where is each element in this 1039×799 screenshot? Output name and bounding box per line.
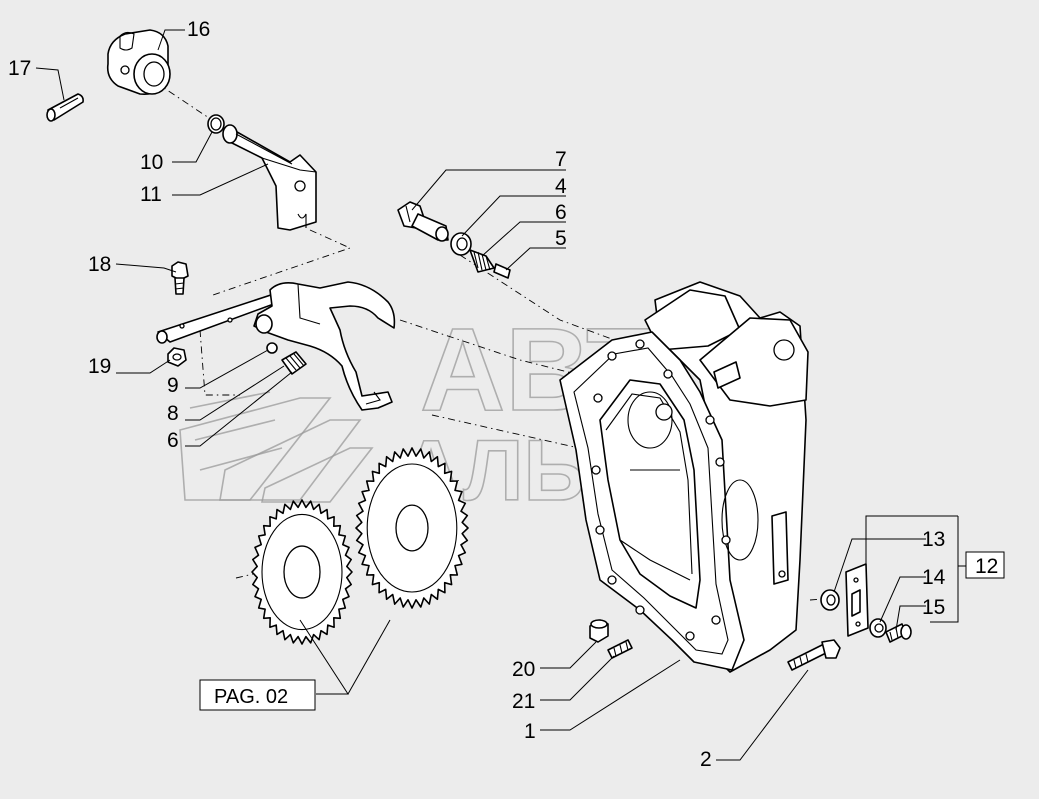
callout-1: 1 — [524, 720, 536, 743]
callout-7: 7 — [555, 148, 567, 171]
part-17-roll-pin — [46, 93, 84, 122]
page-reference-label: PAG. 02 — [214, 686, 288, 708]
callout-12: 12 — [975, 555, 998, 578]
callout-9: 9 — [167, 374, 179, 397]
part-16-clevis-block — [106, 29, 171, 96]
callout-16: 16 — [187, 18, 210, 41]
callout-12-box — [965, 551, 1005, 579]
part-5-pin — [493, 263, 511, 279]
part-14-washer — [869, 618, 887, 638]
gear-right — [355, 447, 469, 609]
gear-hub — [283, 545, 321, 599]
callout-19: 19 — [88, 355, 111, 378]
leader-lines — [35, 29, 966, 761]
callout-18: 18 — [88, 253, 111, 276]
gear-rim — [261, 513, 343, 631]
callout-17: 17 — [8, 57, 31, 80]
gear-hub — [395, 504, 429, 552]
callout-4: 4 — [555, 175, 567, 198]
callout-11: 11 — [140, 183, 162, 206]
part-1-gearbox-housing — [559, 281, 809, 673]
part-21-stud — [607, 639, 633, 659]
part-6-spring-upper — [469, 249, 495, 273]
callout-6-upper: 6 — [555, 201, 567, 224]
callout-14: 14 — [922, 566, 946, 589]
callout-13: 13 — [922, 528, 945, 551]
callout-15: 15 — [922, 596, 945, 619]
page-reference-box — [199, 679, 316, 711]
callout-20: 20 — [512, 658, 535, 681]
flange-bolt-holes — [591, 339, 731, 641]
part-2-long-bolt — [787, 639, 841, 671]
callout-8: 8 — [167, 402, 179, 425]
callout-6-lower: 6 — [167, 429, 179, 452]
shift-fork-assembly — [156, 281, 396, 411]
gear-rim — [366, 463, 458, 593]
part-8-spring — [281, 351, 307, 375]
callout-10: 10 — [140, 151, 163, 174]
part-11-shift-shaft-lever — [222, 124, 317, 231]
gear-left — [251, 499, 353, 645]
part-12-plate — [845, 563, 869, 637]
part-4-washer — [450, 232, 472, 256]
callout-2: 2 — [700, 748, 712, 771]
callout-21: 21 — [512, 690, 535, 713]
part-19-nut — [167, 347, 187, 367]
part-15-screw — [885, 623, 912, 643]
part-9-ball — [266, 342, 278, 354]
part-20-sleeve — [589, 619, 609, 643]
callout-5: 5 — [555, 227, 567, 250]
part-7-bolt — [397, 201, 449, 242]
part-18-bolt — [171, 261, 189, 295]
watermark-logo — [179, 391, 374, 503]
part-13-washer — [820, 589, 840, 611]
